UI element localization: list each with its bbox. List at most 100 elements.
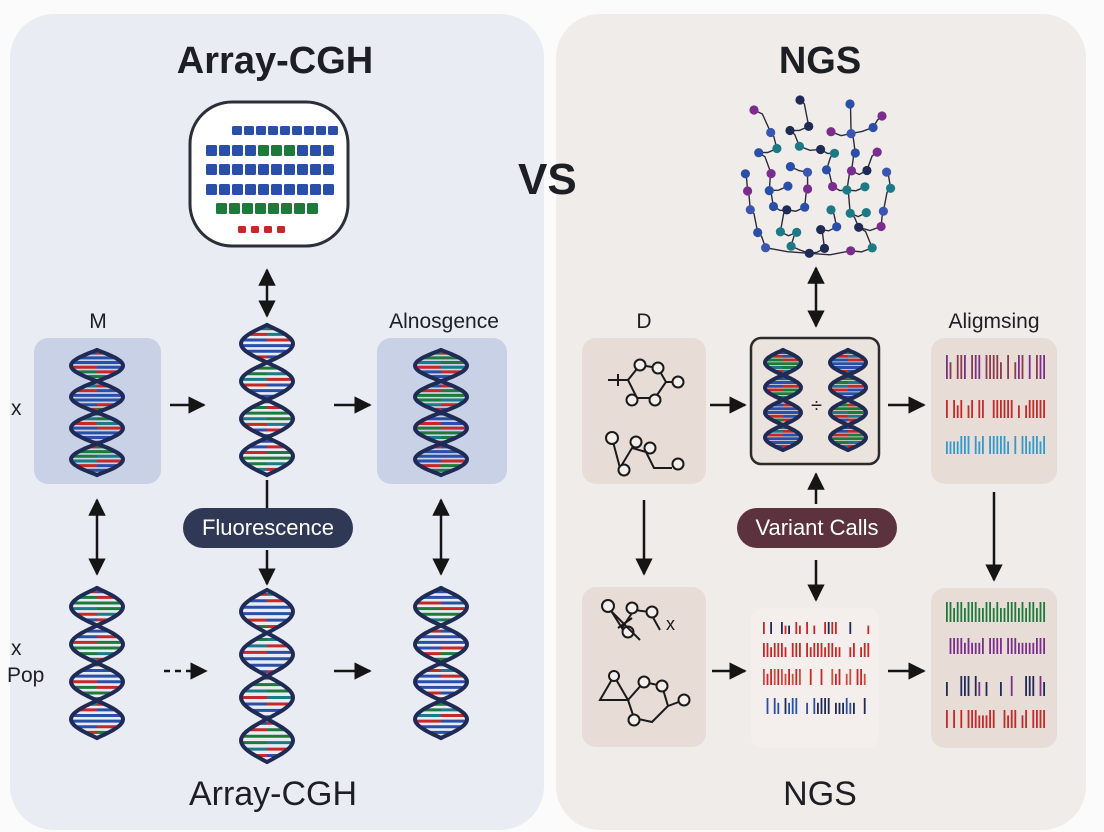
network-node — [816, 225, 826, 235]
array-spot — [297, 145, 308, 156]
network-node — [816, 144, 826, 155]
network-node — [754, 148, 764, 158]
network-node — [846, 129, 856, 139]
network-node — [753, 227, 763, 238]
label-m: M — [89, 310, 107, 333]
array-spot — [268, 203, 279, 214]
network-node — [804, 121, 814, 131]
dna-helix-icon — [238, 323, 296, 477]
network-node — [743, 186, 753, 196]
dna-helix-icon — [238, 588, 296, 764]
array-spot — [328, 126, 338, 135]
label-d: D — [636, 310, 652, 333]
ngs-title: NGS — [778, 40, 862, 82]
network-node — [868, 122, 878, 133]
array-spot — [271, 164, 282, 175]
variant-reads-box — [931, 588, 1057, 748]
network-node — [878, 206, 889, 216]
array-cgh-bottom-title: Array-CGH — [188, 775, 358, 813]
array-spot — [232, 126, 242, 135]
network-node — [862, 165, 872, 176]
network-node — [803, 184, 813, 194]
array-spot — [281, 203, 292, 214]
network-node — [850, 148, 860, 158]
array-spot — [232, 145, 243, 156]
array-spot — [258, 145, 269, 156]
array-spot — [245, 184, 256, 195]
array-spot — [245, 145, 256, 156]
array-spot — [251, 226, 259, 233]
network-node — [842, 185, 852, 195]
network-node — [867, 243, 877, 253]
network-node — [795, 95, 805, 105]
network-node — [828, 181, 838, 192]
array-spot — [294, 203, 305, 214]
network-node — [783, 181, 793, 191]
network-node — [745, 205, 755, 215]
side-label-pop: Pop — [7, 664, 45, 687]
array-spot — [206, 184, 217, 195]
network-node — [829, 148, 840, 158]
array-spot — [304, 126, 314, 135]
network-node — [794, 141, 805, 151]
array-spot — [316, 126, 326, 135]
molecule-box-top — [582, 338, 706, 484]
array-spot — [206, 164, 217, 175]
network-node — [749, 105, 759, 115]
network-node — [740, 169, 751, 179]
microarray-chip-icon — [188, 100, 350, 248]
network-node — [819, 243, 830, 253]
network-node — [785, 125, 795, 136]
array-spot — [268, 126, 278, 135]
array-spot — [284, 164, 295, 175]
array-spot — [255, 203, 266, 214]
network-node — [782, 205, 792, 215]
ngs-bottom-title: NGS — [783, 775, 857, 813]
array-spot — [280, 126, 290, 135]
array-spot — [284, 145, 295, 156]
network-node — [882, 167, 892, 177]
molecule-structure-icon — [598, 599, 691, 727]
network-node — [772, 143, 782, 154]
side-label-x: x — [11, 637, 22, 660]
array-spot — [258, 184, 269, 195]
molecule-mark: x — [666, 614, 675, 634]
array-spot — [264, 226, 272, 233]
array-spot — [297, 184, 308, 195]
array-spot — [229, 203, 240, 214]
network-node — [821, 165, 832, 175]
array-spot — [232, 184, 243, 195]
array-spot — [310, 164, 321, 175]
dna-helix-icon — [827, 348, 869, 452]
array-spot — [271, 145, 282, 156]
variant-calls-pill: Variant Calls — [737, 508, 897, 548]
array-spot — [219, 184, 230, 195]
array-spot — [244, 126, 254, 135]
array-spot — [323, 164, 334, 175]
network-node — [832, 222, 842, 232]
array-spot — [310, 145, 321, 156]
network-node — [876, 221, 886, 232]
fluorescence-pill: Fluorescence — [183, 508, 353, 548]
network-node — [872, 147, 882, 157]
array-spot — [216, 203, 227, 214]
sequence-reads-icon — [763, 622, 870, 714]
array-spot — [238, 226, 246, 233]
network-node — [860, 182, 870, 192]
label-alnosgence: Alnosgence — [389, 310, 499, 333]
array-spot — [258, 164, 269, 175]
array-spot — [219, 145, 230, 156]
network-node — [846, 166, 857, 176]
network-node — [764, 186, 774, 196]
variant-reads-icon — [946, 602, 1045, 728]
array-spot — [277, 226, 285, 233]
network-node — [854, 222, 864, 232]
array-spot — [219, 164, 230, 175]
dna-helix-icon — [412, 586, 470, 740]
dna-helix-icon — [68, 348, 126, 477]
network-node — [785, 162, 796, 172]
network-node — [761, 243, 771, 253]
flow-arrows — [88, 266, 1003, 680]
array-spot — [307, 203, 318, 214]
